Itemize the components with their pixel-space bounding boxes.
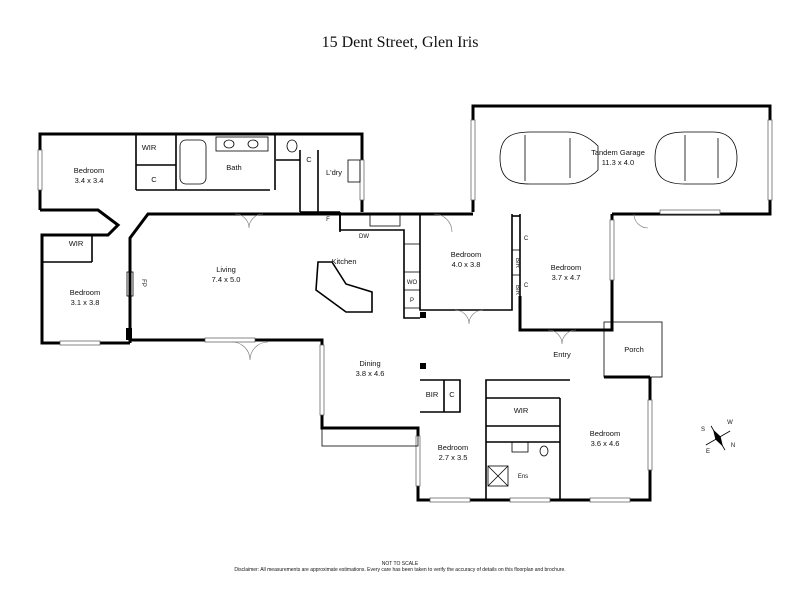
label-porch: Porch xyxy=(624,345,644,354)
car-icon xyxy=(654,131,738,185)
compass-e: E xyxy=(706,449,710,455)
size-dining: 3.8 x 4.6 xyxy=(356,369,385,378)
interior-walls xyxy=(42,134,663,500)
size-bedroom-c: 4.0 x 3.8 xyxy=(452,260,481,269)
label-c-bir-2: C xyxy=(524,283,529,289)
label-c-ldry: C xyxy=(306,155,312,164)
label-c-bir-1: C xyxy=(524,236,529,242)
size-garage: 11.3 x 4.0 xyxy=(602,158,634,167)
label-bedroom-e: Bedroom xyxy=(551,263,581,272)
label-bedroom-w: Bedroom xyxy=(70,288,100,297)
size-bedroom-se: 3.6 x 4.6 xyxy=(591,439,620,448)
label-wo: WO xyxy=(407,280,418,286)
label-entry: Entry xyxy=(553,350,571,359)
size-bedroom-e: 3.7 x 4.7 xyxy=(552,273,581,282)
label-c-s: C xyxy=(449,390,455,399)
size-bedroom-w: 3.1 x 3.8 xyxy=(71,298,100,307)
compass-n: N xyxy=(731,443,735,449)
label-fp: FP xyxy=(140,279,146,287)
car-icon xyxy=(499,131,599,185)
label-living: Living xyxy=(216,265,236,274)
compass-w: W xyxy=(727,420,733,426)
label-bedroom-c: Bedroom xyxy=(451,250,481,259)
label-ens: Ens xyxy=(518,474,528,480)
not-to-scale-note: NOT TO SCALE xyxy=(381,561,419,567)
label-bedroom-nw: Bedroom xyxy=(74,166,104,175)
label-dining: Dining xyxy=(359,359,380,368)
openings xyxy=(37,119,773,503)
label-bir-2: BIR xyxy=(514,285,520,296)
label-dw: DW xyxy=(359,234,369,240)
label-bedroom-se: Bedroom xyxy=(590,429,620,438)
size-bedroom-nw: 3.4 x 3.4 xyxy=(75,176,104,185)
fixtures xyxy=(126,136,549,457)
label-kitchen: Kitchen xyxy=(331,257,356,266)
label-c-nw: C xyxy=(151,175,157,184)
room-labels: Bedroom 3.4 x 3.4 WIR C Bath C L'dry Tan… xyxy=(69,143,645,480)
compass-s: S xyxy=(701,427,705,433)
label-wir-s: WIR xyxy=(514,406,529,415)
label-bedroom-s: Bedroom xyxy=(438,443,468,452)
compass-icon xyxy=(705,425,731,451)
disclaimer: Disclaimer: All measurements are approxi… xyxy=(234,567,566,573)
label-bir-1: BIR xyxy=(514,258,520,269)
size-bedroom-s: 2.7 x 3.5 xyxy=(439,453,468,462)
label-f: F xyxy=(326,217,330,223)
page-title: 15 Dent Street, Glen Iris xyxy=(321,34,479,51)
size-living: 7.4 x 5.0 xyxy=(212,275,241,284)
label-p: P xyxy=(410,298,414,304)
label-ldry: L'dry xyxy=(326,168,342,177)
label-bir-s: BIR xyxy=(426,390,439,399)
label-wir-nw: WIR xyxy=(142,143,157,152)
label-garage: Tandem Garage xyxy=(591,148,645,157)
label-bath: Bath xyxy=(226,163,241,172)
label-wir-w: WIR xyxy=(69,239,84,248)
